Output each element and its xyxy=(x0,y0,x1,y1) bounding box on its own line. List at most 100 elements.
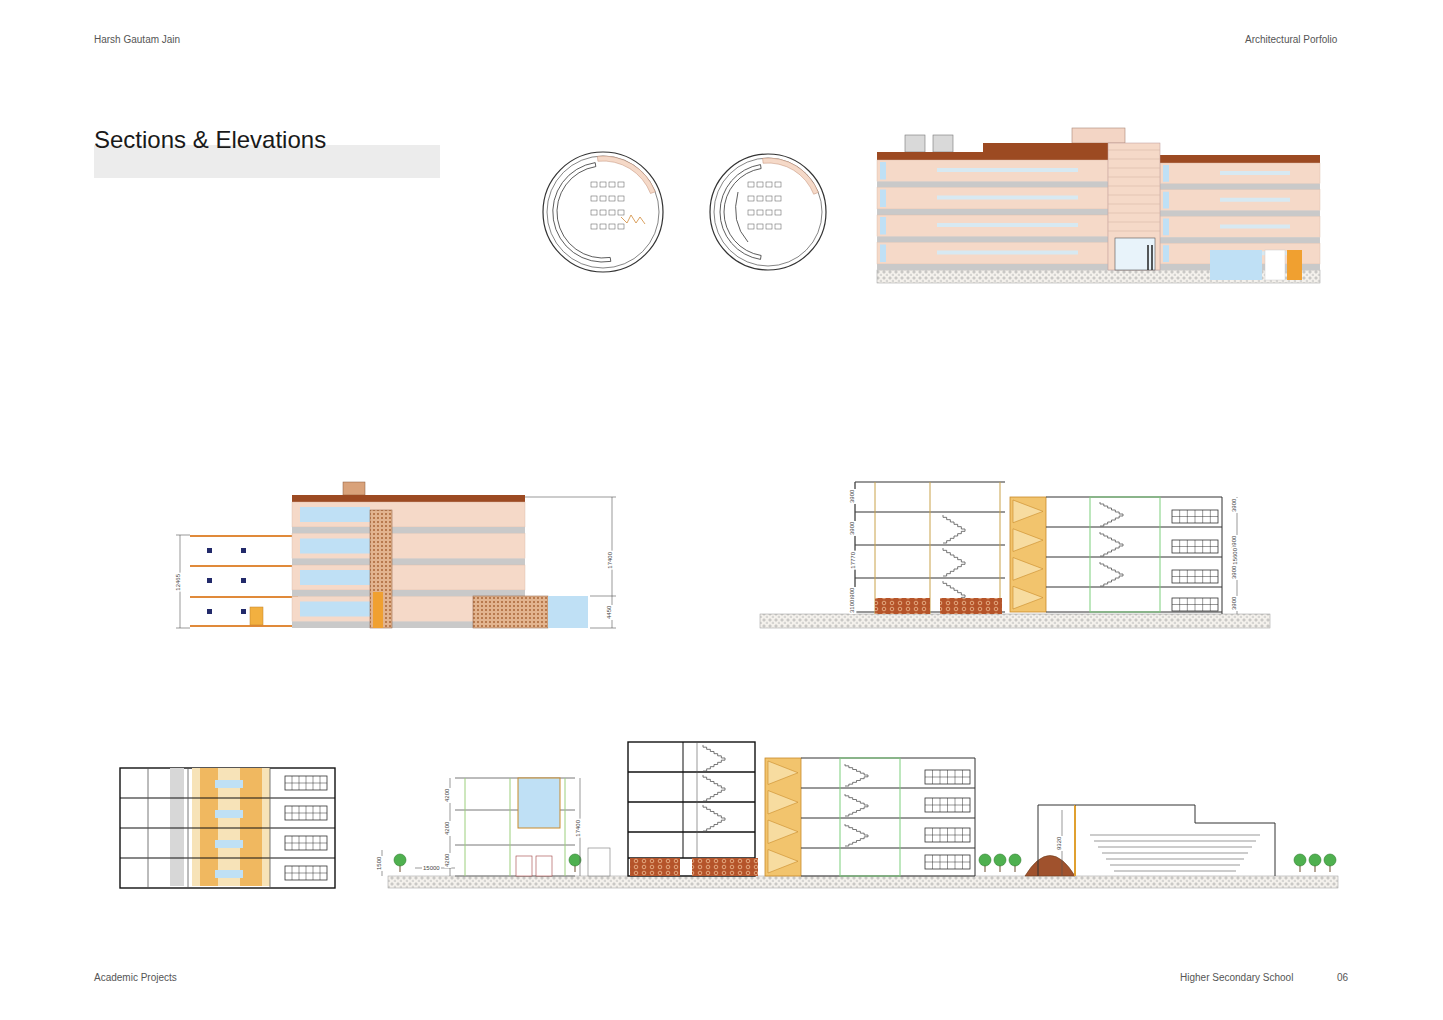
entrance xyxy=(1115,238,1155,270)
stair-symbol xyxy=(845,764,868,786)
dimension-label: 9320 xyxy=(1057,835,1064,850)
desk-symbol xyxy=(775,210,781,215)
window-grid xyxy=(285,836,327,850)
slab-line xyxy=(801,788,975,789)
glazing-strip xyxy=(1220,198,1290,202)
slab-stripe xyxy=(877,237,1108,243)
slab-line xyxy=(455,876,575,877)
column-line xyxy=(1000,482,1001,614)
facade-band xyxy=(1160,163,1320,184)
window-transom xyxy=(285,843,327,844)
page-header-text: Architectural Porfolio xyxy=(1245,34,1337,45)
glazed-bay xyxy=(518,778,560,828)
central-block xyxy=(1108,143,1160,270)
window-transom xyxy=(925,835,970,836)
window-grid xyxy=(1172,540,1218,553)
window-strip xyxy=(300,602,370,617)
desk-symbol xyxy=(618,210,624,215)
core-triangle xyxy=(1013,529,1043,552)
dimension-label: 12465 xyxy=(175,573,182,592)
tree-crown xyxy=(1009,854,1021,866)
dimension-label: 3900 xyxy=(850,520,857,535)
amphitheatre-roof xyxy=(1075,805,1275,876)
window-grid xyxy=(285,776,327,790)
amphitheatre-wall xyxy=(1038,805,1075,876)
desk-symbol xyxy=(609,196,615,201)
entrance-post xyxy=(1147,245,1149,270)
stone-course xyxy=(1108,213,1160,214)
stone-course xyxy=(1108,177,1160,178)
core-triangle xyxy=(768,850,798,874)
plan-inner-wall xyxy=(714,158,822,266)
window-strip xyxy=(215,810,243,818)
window-strip xyxy=(215,870,243,878)
window-transom xyxy=(925,805,970,806)
window-square xyxy=(207,548,212,553)
slab-line xyxy=(1046,527,1222,528)
tree-crown xyxy=(569,854,581,866)
desk-symbol xyxy=(591,224,597,229)
service-shaft xyxy=(170,768,184,886)
water-tank xyxy=(905,135,925,152)
seat-step xyxy=(1090,835,1260,836)
slab-line xyxy=(801,818,975,819)
desk-symbol xyxy=(600,196,606,201)
dimension-label: 1500 xyxy=(377,855,384,870)
stair-symbol xyxy=(703,805,725,831)
column-line xyxy=(565,778,566,876)
edge-window xyxy=(1163,192,1169,209)
slab-stripe xyxy=(877,182,1108,188)
edge-window xyxy=(880,190,886,208)
ground-strip xyxy=(388,876,1338,888)
stair-symbol xyxy=(845,794,868,816)
desk-symbol xyxy=(775,196,781,201)
facade-band xyxy=(877,243,1108,265)
roof-band xyxy=(1160,155,1320,163)
column-line xyxy=(465,778,466,876)
page-header-text: Academic Projects xyxy=(94,972,177,983)
window-square xyxy=(241,548,246,553)
stair-symbol xyxy=(1100,562,1123,586)
window-transom xyxy=(285,873,327,874)
desk-symbol xyxy=(766,210,772,215)
earth-mound xyxy=(1025,856,1075,877)
window-transom xyxy=(925,777,970,778)
dimension-label: 4200 xyxy=(445,820,452,835)
dimension-label: 15600 xyxy=(1232,547,1239,566)
roof-band xyxy=(877,152,1108,160)
stone-course xyxy=(1108,204,1160,205)
green-frame xyxy=(1090,497,1160,612)
roof-band xyxy=(292,495,525,502)
page-header-text: 06 xyxy=(1337,972,1348,983)
dimension-label: 4200 xyxy=(445,787,452,802)
window-square xyxy=(241,578,246,583)
window-grid xyxy=(925,828,970,842)
facade-band xyxy=(877,160,1108,182)
wall-line xyxy=(1222,497,1223,614)
facade-band xyxy=(1160,217,1320,238)
window-transom xyxy=(285,813,327,814)
seat-step xyxy=(1110,865,1240,866)
dimension-label: 3900 xyxy=(850,488,857,503)
glazing-strip xyxy=(937,251,1078,255)
curved-wall xyxy=(720,165,761,260)
ground-strip xyxy=(760,614,1270,628)
desk-symbol xyxy=(609,182,615,187)
desk-symbol xyxy=(600,210,606,215)
entrance-post xyxy=(1151,245,1153,270)
window-transom xyxy=(925,862,970,863)
orange-panel xyxy=(1287,250,1302,280)
window-transom xyxy=(1172,546,1218,547)
dimension-tick xyxy=(590,628,616,629)
floor-line xyxy=(190,535,298,537)
tree-crown xyxy=(994,854,1006,866)
dimension-tick xyxy=(590,596,616,597)
glass-panel xyxy=(1210,250,1262,280)
dimension-label: 15000 xyxy=(422,865,441,872)
facade-band xyxy=(877,188,1108,210)
window-square xyxy=(207,609,212,614)
facade-band xyxy=(877,215,1108,237)
planter xyxy=(630,858,680,876)
edge-window xyxy=(1163,245,1169,262)
